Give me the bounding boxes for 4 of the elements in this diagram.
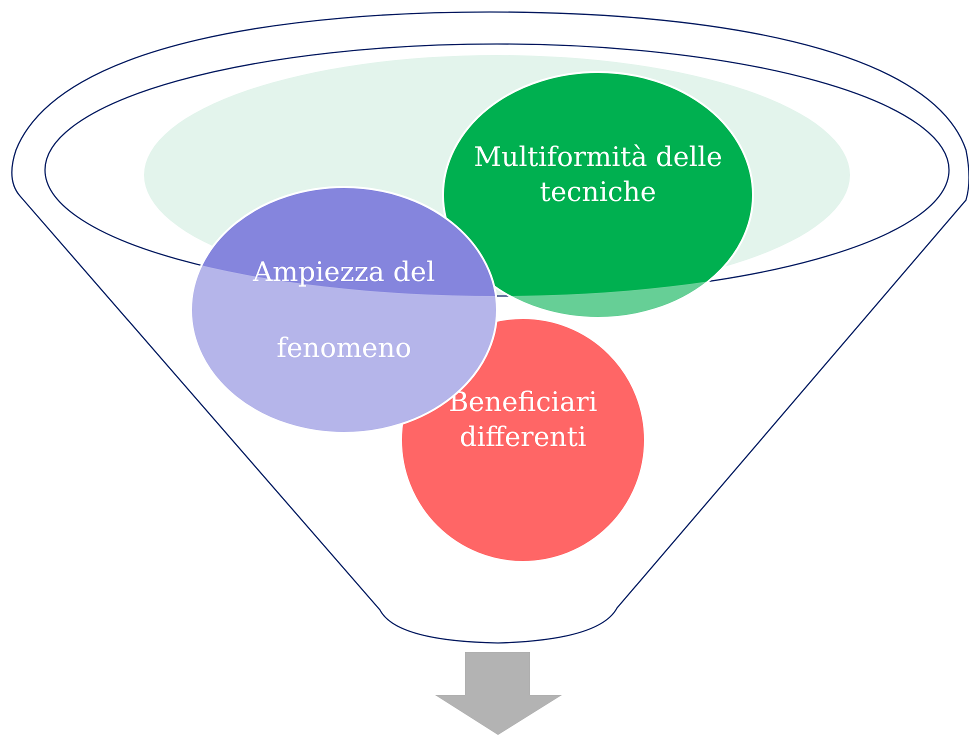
node-label: Ampiezza del fenomeno — [252, 256, 436, 366]
node-label: Beneficiari differenti — [448, 386, 598, 456]
node-label: Multiformità delle tecniche — [472, 141, 724, 210]
circle-node — [442, 71, 754, 319]
